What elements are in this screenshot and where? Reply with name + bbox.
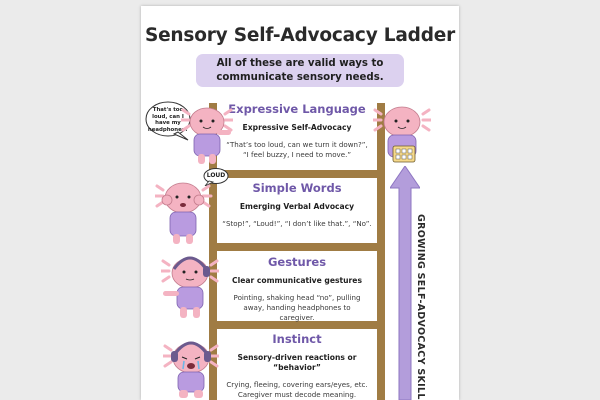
subtitle-banner: All of these are valid ways to communica…: [196, 54, 404, 87]
subtitle-line-2: communicate sensory needs.: [216, 72, 384, 83]
loud-bubble-icon: [203, 168, 229, 186]
step-subtitle: Expressive Self-Advocacy: [242, 123, 352, 132]
axolotl-headphones-icon: [161, 256, 219, 318]
axolotl-talking-icon: [181, 107, 233, 164]
step-subtitle: Emerging Verbal Advocacy: [239, 202, 355, 211]
step-subtitle: Sensory-driven reactions or “behavior”: [219, 353, 375, 373]
step-description-line: Crying, fleeing, covering ears/eyes, etc…: [226, 380, 368, 389]
axolotl-crying-icon: [163, 341, 219, 398]
speech-bubble-line: loud, can I: [152, 113, 184, 120]
step-subtitle-line: “behavior”: [273, 363, 321, 372]
page-title: Sensory Self-Advocacy Ladder: [144, 25, 456, 46]
step-title: Expressive Language: [228, 102, 366, 116]
step-description-line: away, handing headphones to: [243, 303, 351, 312]
step-subtitle: Clear communicative gestures: [232, 276, 362, 285]
ladder-left-rail: [209, 103, 217, 400]
axolotl-with-device-icon: [373, 106, 431, 163]
ladder-right-rail: [377, 103, 385, 400]
speech-bubble-line: That's too: [152, 107, 184, 113]
poster: Sensory Self-Advocacy Ladder All of thes…: [141, 6, 459, 400]
step-description-line: “That’s too loud, can we turn it down?”,: [226, 140, 368, 149]
speech-bubble-line: headphones?: [147, 126, 189, 133]
step-title: Simple Words: [252, 181, 342, 195]
step-expressive-language: Expressive Language Expressive Self-Advo…: [219, 102, 375, 160]
step-description: “That’s too loud, can we turn it down?”,…: [219, 140, 375, 160]
step-description-line: Caregiver must decode meaning.: [237, 390, 357, 399]
axolotl-covering-ears-icon: [155, 182, 213, 244]
step-description-line: “I feel buzzy, I need to move.”: [242, 150, 352, 159]
ladder-rung: [209, 243, 385, 251]
step-description: “Stop!”, “Loud!”, “I don’t like that.”, …: [219, 219, 375, 229]
up-arrow-icon: [390, 166, 420, 400]
step-title: Gestures: [267, 255, 327, 269]
step-description: Crying, fleeing, covering ears/eyes, etc…: [219, 380, 375, 400]
step-description-line: “Stop!”, “Loud!”, “I don’t like that.”, …: [222, 219, 372, 228]
speech-bubble-line: have my: [155, 120, 181, 126]
ladder-rung: [209, 170, 385, 178]
step-gestures: Gestures Clear communicative gestures Po…: [219, 255, 375, 323]
speech-bubble-text: That's too loud, can I have my headphone…: [147, 107, 189, 133]
step-title: Instinct: [272, 332, 322, 346]
step-description-line: caregiver.: [279, 313, 315, 322]
step-subtitle-line: Sensory-driven reactions or: [237, 353, 357, 362]
step-description: Pointing, shaking head “no”, pulling awa…: [219, 293, 375, 323]
step-simple-words: Simple Words Emerging Verbal Advocacy “S…: [219, 181, 375, 229]
step-description-line: Pointing, shaking head “no”, pulling: [233, 293, 361, 302]
subtitle-line-1: All of these are valid ways to: [216, 58, 384, 69]
side-label: GROWING SELF-ADVOCACY SKILLS: [415, 214, 426, 400]
step-instinct: Instinct Sensory-driven reactions or “be…: [219, 332, 375, 400]
ladder-rung: [209, 321, 385, 329]
loud-bubble-text: LOUD: [206, 172, 226, 179]
